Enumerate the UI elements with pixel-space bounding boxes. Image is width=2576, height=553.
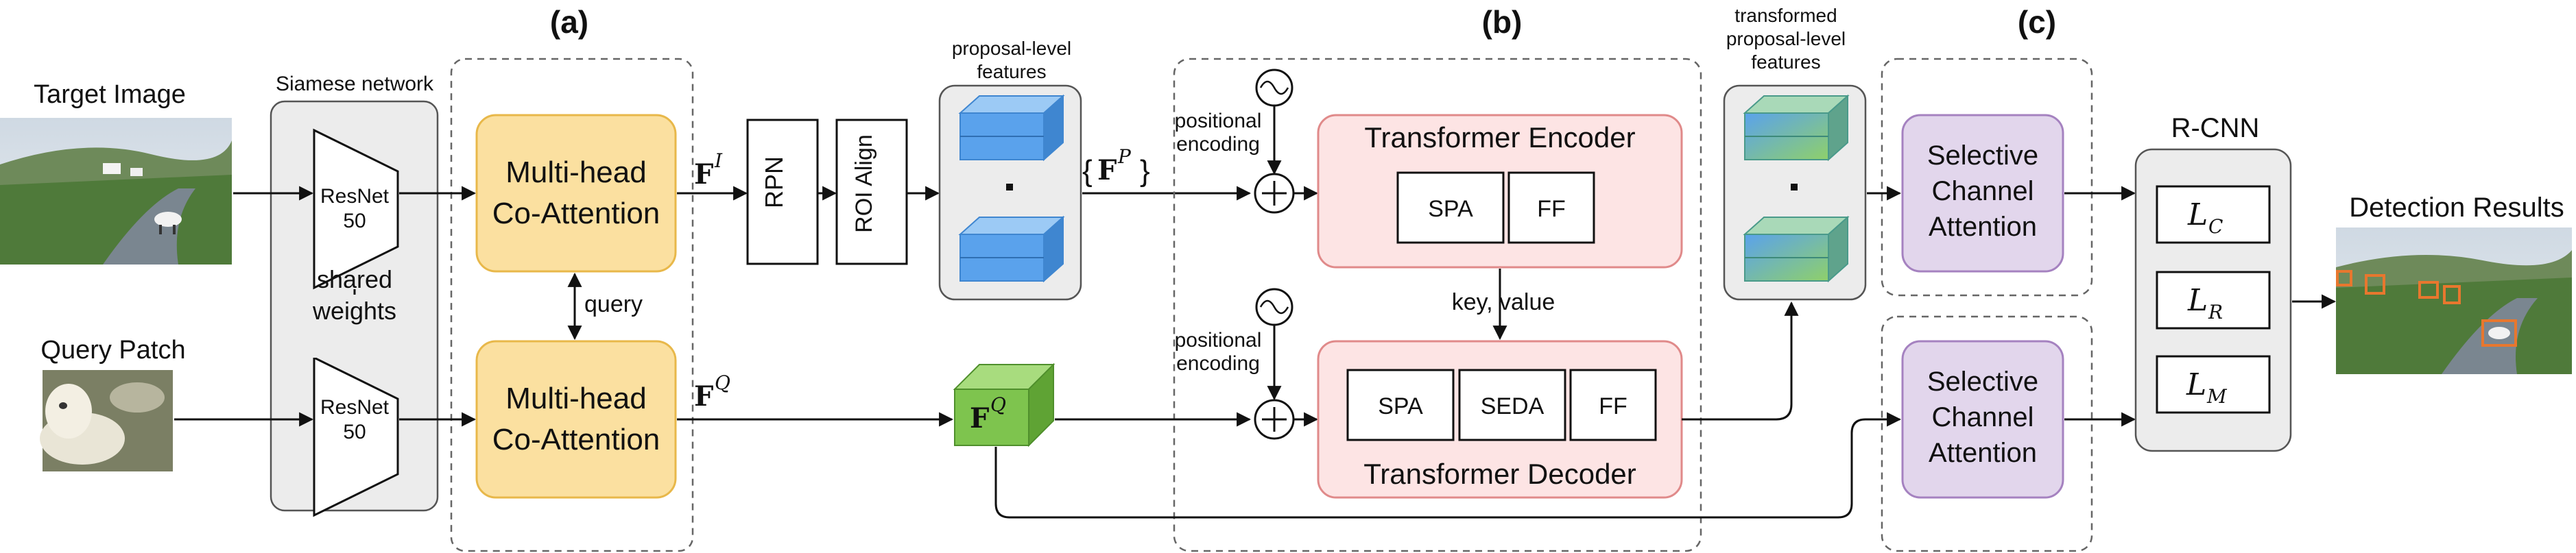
resnet-bottom-label: ResNet bbox=[320, 396, 390, 419]
section-a-label: (a) bbox=[550, 4, 588, 40]
fp-brace-close: } bbox=[1140, 154, 1150, 188]
rcnn-title: R-CNN bbox=[2171, 113, 2260, 143]
encoder-ff-block bbox=[1507, 171, 1595, 244]
sca-top-2: Channel bbox=[1931, 176, 2034, 206]
fp-label: F bbox=[1097, 154, 1117, 186]
rpn-label: RPN bbox=[760, 156, 788, 208]
encoder-spa-label: SPA bbox=[1428, 196, 1473, 222]
pos-enc-top-2: encoding bbox=[1176, 133, 1260, 156]
fp-sup: P bbox=[1117, 145, 1132, 168]
proposal-cube-top bbox=[958, 94, 1065, 162]
sca-bottom-1: Selective bbox=[1927, 367, 2038, 397]
sca-bottom-3: Attention bbox=[1929, 438, 2037, 468]
pos-enc-bottom-2: encoding bbox=[1176, 352, 1260, 375]
panel-b bbox=[1173, 58, 1702, 552]
detection-results-image bbox=[2336, 228, 2572, 374]
query-label: query bbox=[584, 291, 643, 317]
transformed-label-1: transformed bbox=[1734, 5, 1837, 26]
shared-label: shared bbox=[317, 265, 392, 293]
resnet-top-label: ResNet bbox=[320, 185, 390, 208]
coattention-top-line1: Multi-head bbox=[505, 156, 646, 189]
resnet-top bbox=[313, 128, 399, 290]
loss-r-label: L bbox=[2187, 283, 2208, 318]
fq-cube bbox=[953, 362, 1056, 447]
coattention-top bbox=[475, 114, 677, 273]
fp-brace-open: { bbox=[1082, 154, 1093, 188]
roi-align-label: ROI Align bbox=[851, 134, 877, 233]
proposal-label-1: proposal-level bbox=[952, 38, 1071, 59]
loss-c-sub: C bbox=[2208, 215, 2223, 238]
decoder-ff-block bbox=[1569, 369, 1657, 441]
weights-label: weights bbox=[312, 297, 396, 325]
sca-top-1: Selective bbox=[1927, 140, 2038, 171]
transformed-cube-top bbox=[1743, 94, 1850, 162]
target-image-label: Target Image bbox=[34, 80, 186, 109]
sca-top bbox=[1901, 114, 2064, 273]
transformed-label-3: features bbox=[1751, 51, 1820, 73]
proposal-dot bbox=[1006, 184, 1013, 191]
section-c-label: (c) bbox=[2018, 4, 2056, 40]
coattention-top-line2: Co-Attention bbox=[492, 197, 660, 230]
proposal-cube-bottom bbox=[958, 215, 1065, 283]
loss-m-label: L bbox=[2186, 367, 2206, 402]
sca-bottom bbox=[1901, 340, 2064, 499]
target-image bbox=[0, 118, 232, 265]
resnet-bottom-label-2: 50 bbox=[343, 421, 366, 443]
arrow-decoder-to-transformed bbox=[1682, 301, 1799, 421]
proposal-label-2: features bbox=[977, 61, 1046, 82]
panel-c-bottom bbox=[1881, 315, 2093, 552]
results-label: Detection Results bbox=[2349, 193, 2564, 223]
decoder-title: Transformer Decoder bbox=[1363, 458, 1636, 490]
key-value-label: key, value bbox=[1452, 289, 1555, 315]
panel-a bbox=[450, 58, 694, 552]
siamese-title: Siamese network bbox=[276, 73, 434, 95]
sca-bottom-2: Channel bbox=[1931, 402, 2034, 432]
fq-label: F bbox=[694, 380, 713, 413]
transformed-cube-bottom bbox=[1743, 215, 1850, 283]
loss-m-box bbox=[2156, 355, 2271, 414]
decoder-seda-label: SEDA bbox=[1481, 393, 1545, 419]
loss-m-sub: M bbox=[2206, 385, 2228, 408]
encoder-spa-block bbox=[1396, 171, 1505, 244]
transformed-label-2: proposal-level bbox=[1726, 28, 1846, 49]
encoder-title: Transformer Encoder bbox=[1364, 121, 1635, 153]
coattention-bottom bbox=[475, 340, 677, 499]
decoder-spa-label: SPA bbox=[1378, 393, 1423, 419]
sca-top-3: Attention bbox=[1929, 212, 2037, 242]
coattention-bottom-line2: Co-Attention bbox=[492, 423, 660, 456]
pos-enc-bottom-1: positional bbox=[1175, 329, 1262, 352]
fi-sup: I bbox=[714, 149, 723, 172]
rpn-box bbox=[746, 119, 819, 265]
resnet-top-label-2: 50 bbox=[343, 210, 366, 232]
fq-sup: Q bbox=[715, 371, 730, 394]
loss-c-label: L bbox=[2187, 197, 2208, 232]
fi-label: F bbox=[694, 158, 713, 191]
resnet-bottom bbox=[313, 356, 399, 517]
loss-c-box bbox=[2156, 185, 2271, 244]
pos-enc-top-1: positional bbox=[1175, 110, 1262, 132]
decoder-spa-block bbox=[1346, 369, 1455, 441]
loss-r-box bbox=[2156, 271, 2271, 330]
coattention-bottom-line1: Multi-head bbox=[505, 382, 646, 415]
fq-cube-sup: Q bbox=[990, 393, 1006, 416]
loss-r-sub: R bbox=[2208, 301, 2223, 323]
decoder-seda-block bbox=[1458, 369, 1566, 441]
fq-cube-label: F bbox=[970, 402, 989, 434]
section-b-label: (b) bbox=[1482, 4, 1523, 40]
encoder-ff-label: FF bbox=[1537, 196, 1566, 222]
decoder-ff-label: FF bbox=[1599, 393, 1627, 419]
query-patch-image bbox=[40, 370, 173, 471]
query-patch-label: Query Patch bbox=[40, 336, 185, 365]
roi-align-box bbox=[835, 119, 908, 265]
transformed-dot bbox=[1791, 184, 1798, 191]
panel-c-top bbox=[1881, 58, 2093, 297]
arrow-cube-to-sca-bottom bbox=[994, 412, 1902, 519]
